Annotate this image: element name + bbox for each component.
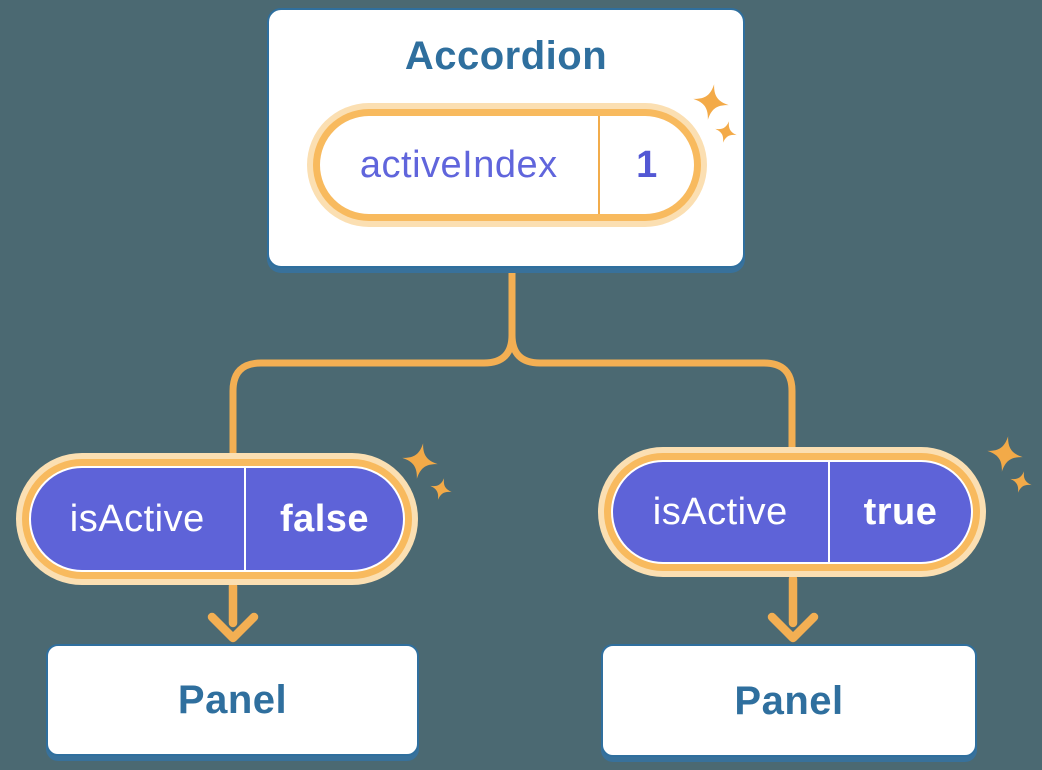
pill-body: isActive true xyxy=(611,460,973,564)
pill-label: isActive xyxy=(69,498,205,540)
accordion-title: Accordion xyxy=(404,34,608,78)
connector-branch-right xyxy=(508,268,796,454)
down-arrow-icon xyxy=(207,581,259,643)
connector-branch-left xyxy=(229,268,516,460)
panel-card-left: Panel xyxy=(46,644,419,756)
prop-pill-is-active-false: isActive false xyxy=(16,453,418,585)
pill-label: isActive xyxy=(652,491,788,533)
prop-pill-is-active-true: isActive true xyxy=(598,447,986,577)
pill-body: activeIndex 1 xyxy=(320,116,694,214)
panel-card-right: Panel xyxy=(601,644,977,757)
state-pill-active-index: activeIndex 1 xyxy=(307,103,707,227)
panel-title: Panel xyxy=(734,678,844,723)
pill-value: 1 xyxy=(636,144,658,186)
pill-label: activeIndex xyxy=(359,144,558,186)
sparkle-icon xyxy=(399,440,441,482)
sparkle-icon xyxy=(427,475,455,503)
pill-body: isActive false xyxy=(29,466,405,572)
pill-ring: isActive false xyxy=(22,459,412,579)
sparkle-icon xyxy=(984,433,1026,475)
pill-ring: activeIndex 1 xyxy=(313,109,701,221)
down-arrow-icon xyxy=(767,574,819,643)
pill-divider xyxy=(243,468,246,570)
pill-value: true xyxy=(863,491,938,533)
sparkle-icon xyxy=(1007,468,1035,496)
pill-divider xyxy=(827,462,830,562)
panel-title: Panel xyxy=(177,678,288,722)
pill-value: false xyxy=(279,498,370,540)
pill-divider xyxy=(597,116,600,214)
pill-ring: isActive true xyxy=(604,453,980,571)
